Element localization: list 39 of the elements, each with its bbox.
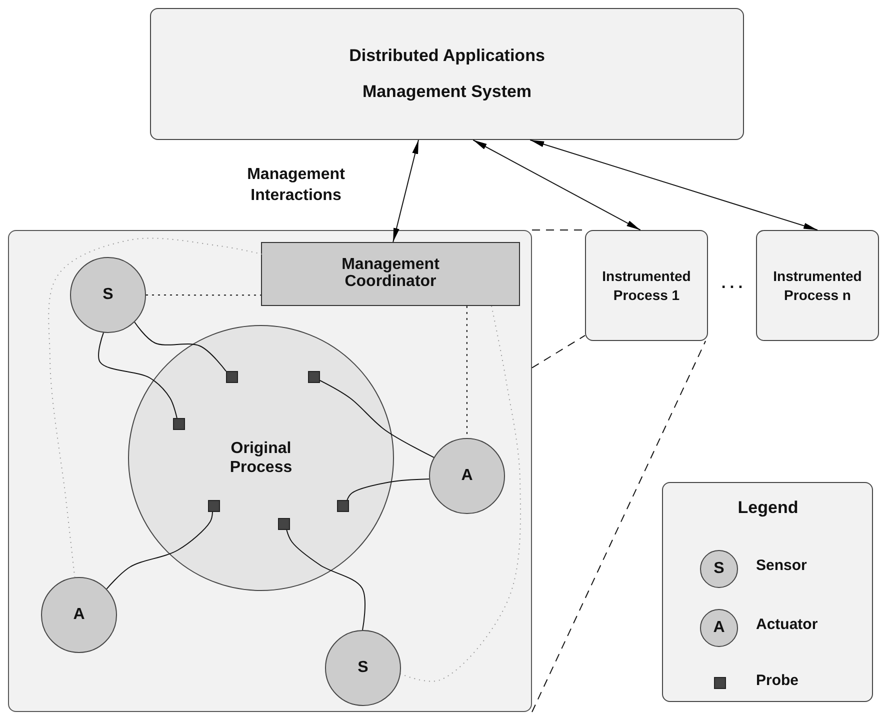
system-box: [150, 8, 744, 140]
legend-label: Actuator: [756, 616, 818, 633]
node-label: Management Coordinator: [340, 257, 440, 291]
wire: [98, 332, 178, 418]
coordinator-box: [261, 242, 520, 306]
legend-label: Probe: [756, 672, 799, 689]
probe-square: [278, 518, 290, 530]
arrow: [392, 140, 419, 242]
node-label: A: [73, 605, 85, 625]
process-box: [756, 230, 879, 341]
node-label: Instrumented Process n: [772, 267, 863, 304]
projection-line: [532, 340, 706, 712]
node-label: A: [461, 466, 473, 486]
dotted-connector: [400, 306, 521, 682]
process-box: [585, 230, 708, 341]
node-label: S: [358, 658, 368, 678]
probe-square: [337, 500, 349, 512]
legend-label: Sensor: [756, 557, 807, 574]
wire: [106, 512, 213, 590]
probe-square: [308, 371, 320, 383]
dotted-connector: [146, 294, 262, 296]
process-container: [8, 230, 532, 712]
node-label: Distributed Applications Management System: [348, 45, 546, 103]
ellipsis: ...: [720, 275, 748, 293]
wire: [320, 380, 434, 458]
node-label: S: [102, 285, 114, 305]
arrow: [472, 140, 641, 230]
probe-square: [173, 418, 185, 430]
arrow: [530, 140, 818, 230]
probe-square: [226, 371, 238, 383]
wire: [346, 478, 430, 500]
wire: [286, 530, 366, 630]
probe-square: [208, 500, 220, 512]
node-label: Instrumented Process 1: [601, 267, 692, 304]
node-label: Original Process: [228, 438, 294, 478]
wire: [134, 322, 226, 372]
dotted-connector: [48, 238, 263, 578]
projection-line: [532, 334, 586, 368]
legend-title: Legend: [736, 498, 800, 518]
